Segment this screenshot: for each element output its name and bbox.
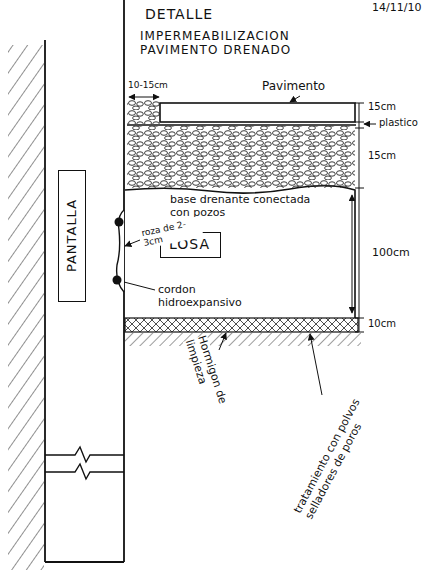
leader-line: [124, 282, 155, 290]
note-label: 14/11/10: [372, 2, 421, 15]
note-label: tratamiento con polvos selladores de por…: [292, 360, 394, 522]
leader-line: [290, 96, 300, 102]
wall-tag: PANTALLA: [58, 170, 86, 302]
leader-line: [310, 334, 322, 395]
hydro-cord: [113, 276, 122, 285]
dimension-arrow: [129, 97, 159, 98]
dimension-line: [359, 103, 360, 332]
plastic-sheet: [127, 124, 356, 126]
wall-bottom: [45, 561, 124, 563]
leader-line: [219, 333, 226, 350]
gravel-joint: [127, 100, 160, 124]
note-label: base drenante conectada con pozos: [170, 194, 320, 219]
title: DETALLE: [145, 6, 213, 22]
break-line: [45, 464, 124, 479]
dimension-ticks: [355, 103, 364, 332]
drainage-base: [127, 126, 355, 188]
node-text: PANTALLA: [64, 199, 79, 272]
leader-line: [364, 124, 376, 125]
note-label: 15cm: [368, 150, 396, 162]
note-label: 10-15cm: [128, 80, 168, 90]
ground-hatch: [125, 333, 361, 346]
pavement: [160, 103, 355, 122]
wall-edge: [44, 40, 46, 562]
slab-outline: [125, 186, 355, 318]
note-label: plastico: [379, 117, 418, 129]
break-line: [45, 447, 124, 462]
note-label: 100cm: [372, 247, 410, 260]
note-label: cordon hidroexpansivo: [158, 284, 250, 309]
note-label: Pavimento: [262, 80, 325, 94]
note-label: 10cm: [368, 318, 396, 330]
note-label: 15cm: [368, 101, 396, 113]
note-label: Hormigon de limpieza: [183, 334, 238, 437]
note-label: IMPERMEABILIZACION PAVIMENTO DRENADO: [140, 30, 308, 58]
hydro-cord: [115, 218, 124, 227]
leader-line: [125, 240, 140, 246]
blinding-layer: [125, 318, 358, 332]
dimension-arrow: [352, 195, 353, 313]
soil-hatch: [8, 45, 44, 570]
